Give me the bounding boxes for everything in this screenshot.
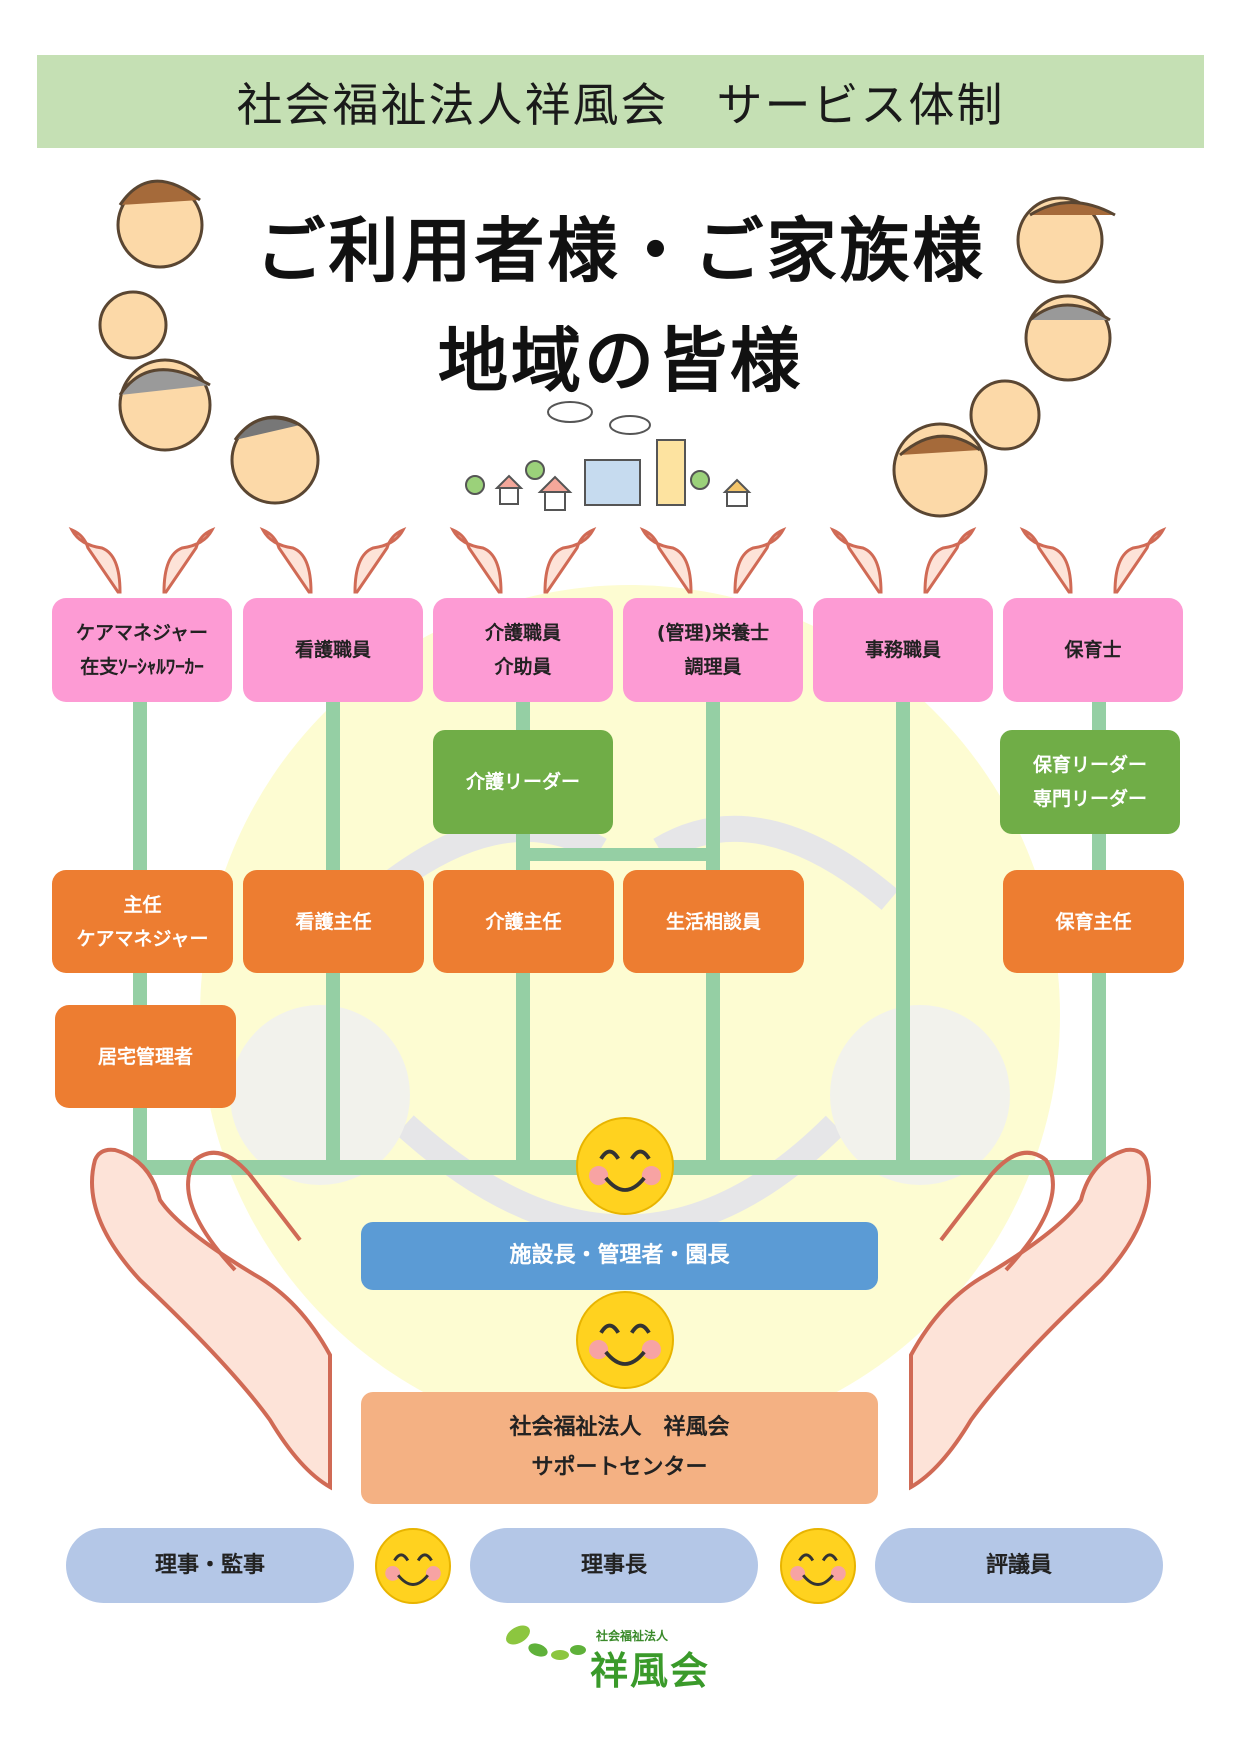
page-title: 社会福祉法人祥風会 サービス体制 [236, 77, 1005, 132]
board-pill-auditors: 理事・監事 [66, 1528, 354, 1603]
staff-label-line2: 介助員 [494, 656, 552, 678]
cupped-hands-icon [449, 526, 597, 594]
chief-box-childcare: 保育主任 [1003, 870, 1184, 973]
header-banner: 社会福祉法人祥風会 サービス体制 [37, 55, 1204, 148]
staff-label-line2: 在支ｿｰｼｬﾙﾜｰｶｰ [80, 656, 204, 678]
smiley-face-icon [576, 1117, 674, 1215]
chief-label-line2: ケアマネジャー [76, 927, 209, 950]
leader-label: 介護リーダー [465, 771, 580, 793]
board-label: 理事長 [580, 1552, 647, 1578]
hero-line-1: ご利用者様・ご家族様 [255, 210, 986, 292]
big-right-hand-icon [909, 1147, 1151, 1491]
director-box: 施設長・管理者・園長 [361, 1222, 878, 1290]
support-label-line1: 社会福祉法人 祥風会 [509, 1415, 730, 1440]
staff-box-nutrition: (管理)栄養士 調理員 [623, 598, 803, 702]
staff-box-care: 介護職員 介助員 [433, 598, 613, 702]
chief-box-care: 介護主任 [433, 870, 614, 973]
town-illustration [465, 401, 752, 511]
staff-label-line1: 介護職員 [484, 622, 561, 644]
chief-box-home-manager: 居宅管理者 [55, 1005, 236, 1108]
chief-label: 看護主任 [295, 910, 372, 933]
leader-label-line2: 専門リーダー [1032, 788, 1147, 810]
staff-label-line1: 看護職員 [294, 639, 371, 661]
leaf-logo-icon [506, 1625, 586, 1660]
smiley-faces [375, 1117, 856, 1604]
staff-box-office: 事務職員 [813, 598, 993, 702]
chief-label-line1: 主任 [123, 893, 162, 916]
cupped-hands-icon [639, 526, 787, 594]
cupped-hands-icon [68, 526, 216, 594]
chief-box-counselor: 生活相談員 [623, 870, 804, 973]
chief-label: 介護主任 [485, 910, 562, 933]
cupped-hands-icon [829, 526, 977, 594]
chief-box-caremanager: 主任 ケアマネジャー [52, 870, 233, 973]
director-label: 施設長・管理者・園長 [509, 1243, 730, 1268]
hero-line-2: 地域の皆様 [438, 320, 803, 402]
big-left-hand-icon [90, 1147, 332, 1491]
cupped-hands-icon [1019, 526, 1167, 594]
logo-small-text: 社会福祉法人 [596, 1629, 669, 1643]
small-hands-row [68, 526, 1167, 594]
board-label: 評議員 [985, 1552, 1052, 1578]
board-pill-councilors: 評議員 [875, 1528, 1163, 1603]
staff-label-line1: 事務職員 [864, 639, 941, 661]
chief-box-nursing: 看護主任 [243, 870, 424, 973]
chief-label: 生活相談員 [665, 910, 761, 933]
leader-box-care: 介護リーダー [433, 730, 613, 834]
support-center-box: 社会福祉法人 祥風会 サポートセンター [361, 1392, 878, 1504]
staff-label-line1: (管理)栄養士 [656, 622, 770, 644]
logo-name: 祥風会 [590, 1649, 711, 1693]
board-pill-chairman: 理事長 [470, 1528, 758, 1603]
smiley-face-icon [576, 1291, 674, 1389]
people-faces-right [892, 196, 1116, 518]
board-label: 理事・監事 [154, 1552, 265, 1578]
staff-box-nursing: 看護職員 [243, 598, 423, 702]
staff-box-caremanager: ケアマネジャー 在支ｿｰｼｬﾙﾜｰｶｰ [52, 598, 232, 702]
cupped-hands-icon [259, 526, 407, 594]
leader-box-childcare: 保育リーダー 専門リーダー [1000, 730, 1180, 834]
staff-label-line1: 保育士 [1064, 639, 1122, 661]
staff-label-line2: 調理員 [684, 656, 742, 678]
staff-label-line1: ケアマネジャー [75, 622, 209, 644]
smiley-face-icon [780, 1528, 856, 1604]
leader-label-line1: 保育リーダー [1032, 754, 1147, 776]
smiley-face-icon [375, 1528, 451, 1604]
support-label-line2: サポートセンター [531, 1455, 708, 1480]
chief-label: 保育主任 [1055, 910, 1132, 933]
staff-box-childcare: 保育士 [1003, 598, 1183, 702]
people-faces-left [98, 179, 320, 505]
chief-label: 居宅管理者 [97, 1045, 193, 1068]
